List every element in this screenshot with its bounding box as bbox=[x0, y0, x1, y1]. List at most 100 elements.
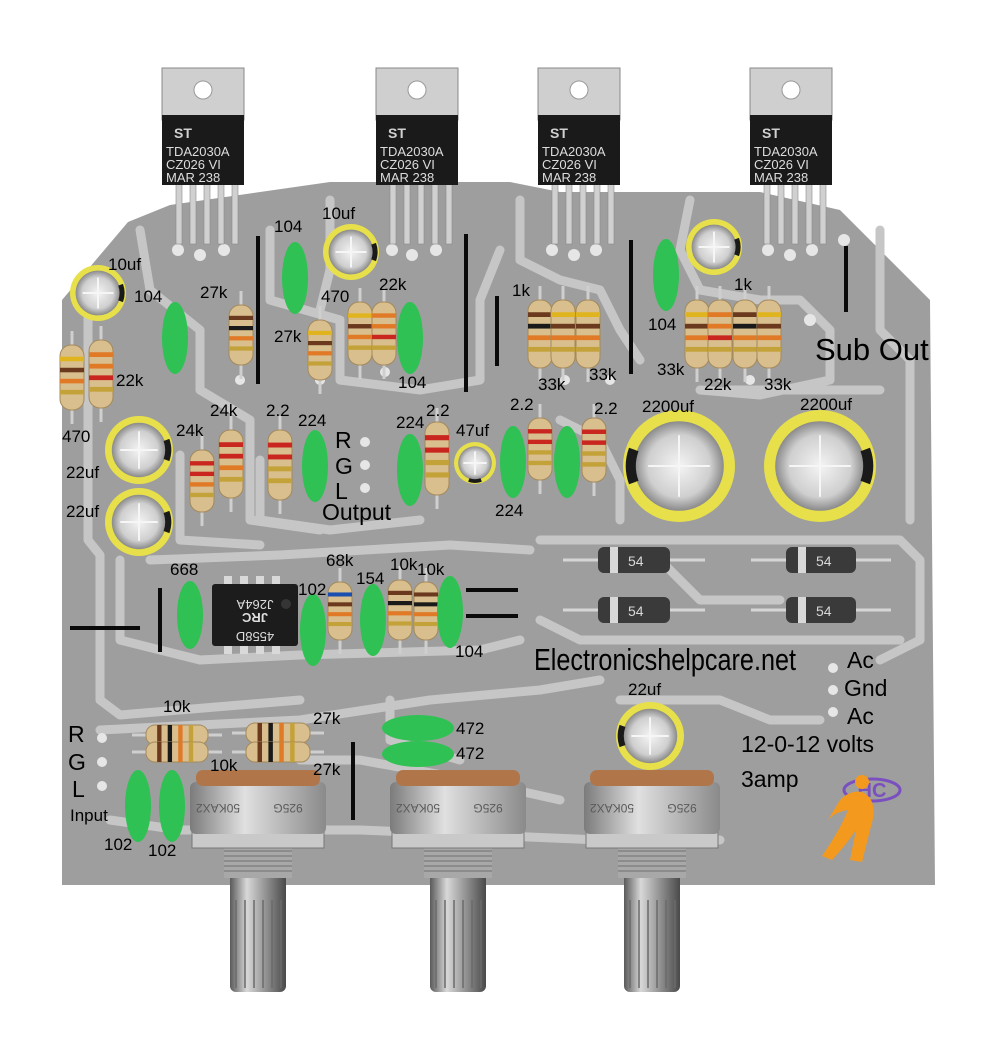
solder-pads bbox=[97, 234, 850, 791]
label-2-2-a: 2.2 bbox=[266, 401, 290, 420]
ceramic-capacitor bbox=[360, 584, 386, 656]
label-470-left: 470 bbox=[62, 427, 90, 446]
label-1k-b: 1k bbox=[734, 275, 752, 294]
label-22uf-b: 22uf bbox=[66, 502, 99, 521]
ceramic-capacitor bbox=[397, 302, 423, 374]
label-ac-bottom: Ac bbox=[847, 703, 874, 729]
resistor bbox=[132, 724, 222, 746]
resistor bbox=[527, 286, 553, 382]
label-22k-top: 22k bbox=[379, 275, 407, 294]
regulator-date-text: MAR 238 bbox=[166, 170, 220, 185]
label-470-top: 470 bbox=[321, 287, 349, 306]
resistor bbox=[88, 326, 114, 422]
label-10uf-top: 10uf bbox=[322, 204, 355, 223]
resistor bbox=[707, 286, 733, 382]
label-668: 668 bbox=[170, 560, 198, 579]
svg-text:ST: ST bbox=[174, 125, 192, 141]
regulator-date-text: MAR 238 bbox=[380, 170, 434, 185]
label-22k-c: 22k bbox=[704, 375, 732, 394]
label-input-r: R bbox=[68, 721, 85, 747]
resistor bbox=[189, 436, 215, 526]
label-voltage: 12-0-12 volts bbox=[741, 731, 874, 757]
label-input-g: G bbox=[68, 749, 86, 775]
label-27k-c: 27k bbox=[313, 709, 341, 728]
label-104-e: 104 bbox=[455, 642, 483, 661]
ceramic-capacitor bbox=[125, 770, 151, 842]
resistor bbox=[218, 416, 244, 512]
ceramic-capacitor-group bbox=[125, 239, 679, 842]
jumper-wires bbox=[70, 234, 848, 820]
regulator-part-text: TDA2030A bbox=[754, 144, 818, 159]
label-2200uf-a: 2200uf bbox=[642, 397, 694, 416]
ehc-logo: HC bbox=[822, 775, 902, 862]
label-10k-d: 10k bbox=[210, 756, 238, 775]
label-website: Electronicshelpcare.net bbox=[534, 642, 796, 677]
diode: 54 bbox=[751, 547, 891, 573]
label-224-b: 224 bbox=[396, 413, 424, 432]
label-22uf-a: 22uf bbox=[66, 463, 99, 482]
label-224-a: 224 bbox=[298, 411, 326, 430]
pot-marking-text: 50KAX2 bbox=[396, 801, 440, 815]
label-104-d: 104 bbox=[648, 315, 676, 334]
ceramic-capacitor bbox=[382, 715, 454, 741]
resistor bbox=[347, 288, 373, 379]
label-output-g: G bbox=[335, 453, 353, 479]
resistor bbox=[581, 404, 607, 496]
label-33k-a: 33k bbox=[538, 375, 566, 394]
regulator-code-text: CZ026 VI bbox=[380, 157, 435, 172]
ceramic-capacitor bbox=[162, 302, 188, 374]
regulator-code-text: CZ026 VI bbox=[754, 157, 809, 172]
label-22k-left: 22k bbox=[116, 371, 144, 390]
resistor bbox=[550, 286, 576, 382]
label-10k-c: 10k bbox=[163, 697, 191, 716]
regulator-part-text: TDA2030A bbox=[380, 144, 444, 159]
label-amperage: 3amp bbox=[741, 766, 799, 792]
label-output-l: L bbox=[335, 478, 348, 504]
resistor bbox=[228, 291, 254, 379]
diode: 54 bbox=[751, 597, 891, 623]
diode-marking-text: 54 bbox=[628, 603, 644, 619]
electrolytic-capacitor bbox=[764, 410, 876, 522]
ceramic-capacitor bbox=[397, 434, 423, 506]
ceramic-capacitor bbox=[300, 594, 326, 666]
resistor bbox=[575, 286, 601, 382]
resistor bbox=[232, 741, 324, 763]
ceramic-capacitor bbox=[653, 239, 679, 311]
label-10k-a: 10k bbox=[390, 555, 418, 574]
label-10uf-left: 10uf bbox=[108, 255, 141, 274]
label-22uf-bottom: 22uf bbox=[628, 680, 661, 699]
svg-text:ST: ST bbox=[550, 125, 568, 141]
ceramic-capacitor bbox=[302, 430, 328, 502]
electrolytic-capacitor-group bbox=[70, 219, 876, 770]
electrolytic-capacitor bbox=[70, 265, 126, 321]
op-amp-part-text: 4558D bbox=[236, 629, 274, 644]
electrolytic-capacitor bbox=[686, 219, 742, 275]
label-2-2-c: 2.2 bbox=[510, 395, 534, 414]
label-10k-b: 10k bbox=[417, 560, 445, 579]
label-154: 154 bbox=[356, 569, 384, 588]
pot-code-text: 925G bbox=[273, 801, 302, 815]
label-104-b: 104 bbox=[274, 217, 302, 236]
regulator-date-text: MAR 238 bbox=[754, 170, 808, 185]
resistor bbox=[132, 741, 222, 763]
label-27k-a: 27k bbox=[200, 283, 228, 302]
resistor bbox=[387, 566, 413, 654]
label-472-b: 472 bbox=[456, 744, 484, 763]
resistor bbox=[756, 286, 782, 382]
electrolytic-capacitor bbox=[105, 488, 173, 556]
label-1k-a: 1k bbox=[512, 281, 530, 300]
electrolytic-capacitor bbox=[616, 702, 684, 770]
electrolytic-capacitor bbox=[454, 442, 496, 484]
electrolytic-capacitor bbox=[105, 416, 173, 484]
pot-marking-text: 50KAX2 bbox=[590, 801, 634, 815]
label-24k-b: 24k bbox=[176, 421, 204, 440]
label-output-r: R bbox=[335, 427, 352, 453]
